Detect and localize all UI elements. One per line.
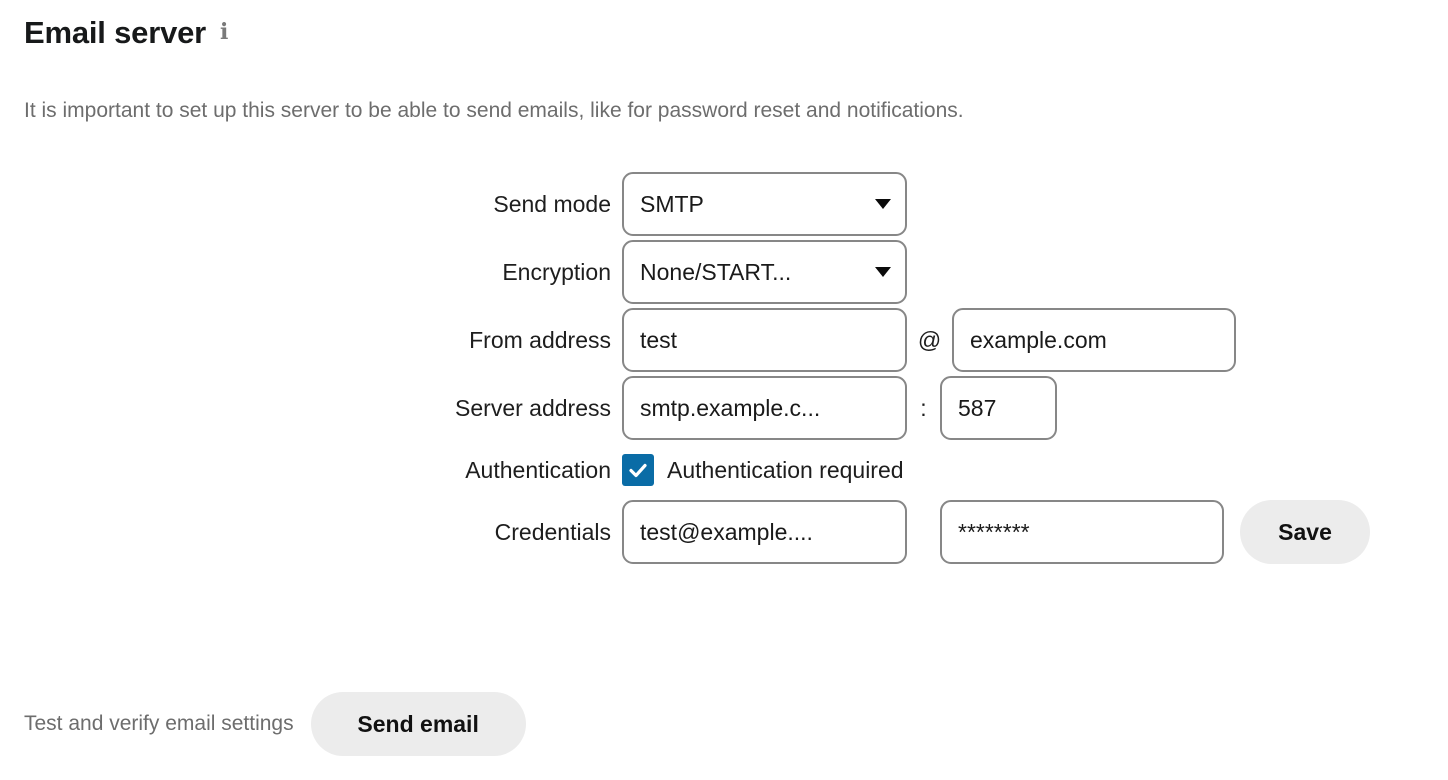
authentication-label: Authentication [465, 456, 611, 483]
credentials-password-input[interactable]: ******** [940, 500, 1224, 564]
chevron-down-icon [875, 199, 891, 209]
authentication-required-checkbox[interactable]: Authentication required [622, 454, 904, 486]
form-row-authentication: Authentication Authentication required [0, 442, 1448, 498]
send-mode-label: Send mode [493, 190, 611, 217]
test-email-label: Test and verify email settings [24, 712, 294, 735]
test-email-section: Test and verify email settings Send emai… [24, 692, 526, 756]
from-address-domain-input[interactable]: example.com [952, 308, 1236, 372]
email-server-form: Send mode SMTP Encryption None/START... … [0, 170, 1448, 566]
credentials-username-input[interactable]: test@example.... [622, 500, 907, 564]
page-title: Email server [24, 15, 207, 50]
encryption-value: None/START... [640, 258, 792, 285]
page-description: It is important to set up this server to… [24, 99, 964, 122]
checkbox-checked-icon[interactable] [622, 454, 654, 486]
encryption-select[interactable]: None/START... [622, 240, 907, 304]
credentials-label: Credentials [494, 518, 611, 545]
send-mode-select[interactable]: SMTP [622, 172, 907, 236]
from-address-label: From address [469, 326, 611, 353]
form-row-credentials: Credentials test@example.... ******** Sa… [0, 498, 1448, 566]
save-button[interactable]: Save [1240, 500, 1370, 564]
form-row-server-address: Server address smtp.example.c... : 587 [0, 374, 1448, 442]
info-icon[interactable]: i [220, 19, 229, 46]
authentication-checkbox-label: Authentication required [667, 456, 904, 483]
chevron-down-icon [875, 267, 891, 277]
server-host-input[interactable]: smtp.example.c... [622, 376, 907, 440]
form-row-send-mode: Send mode SMTP [0, 170, 1448, 238]
colon-separator: : [920, 394, 927, 421]
page-header: Email server i [24, 15, 229, 50]
server-port-input[interactable]: 587 [940, 376, 1057, 440]
from-address-local-input[interactable]: test [622, 308, 907, 372]
send-mode-value: SMTP [640, 190, 704, 217]
encryption-label: Encryption [502, 258, 611, 285]
at-separator: @ [917, 326, 942, 353]
server-address-label: Server address [455, 394, 611, 421]
form-row-encryption: Encryption None/START... [0, 238, 1448, 306]
form-row-from-address: From address test @ example.com [0, 306, 1448, 374]
send-email-button[interactable]: Send email [310, 692, 526, 756]
